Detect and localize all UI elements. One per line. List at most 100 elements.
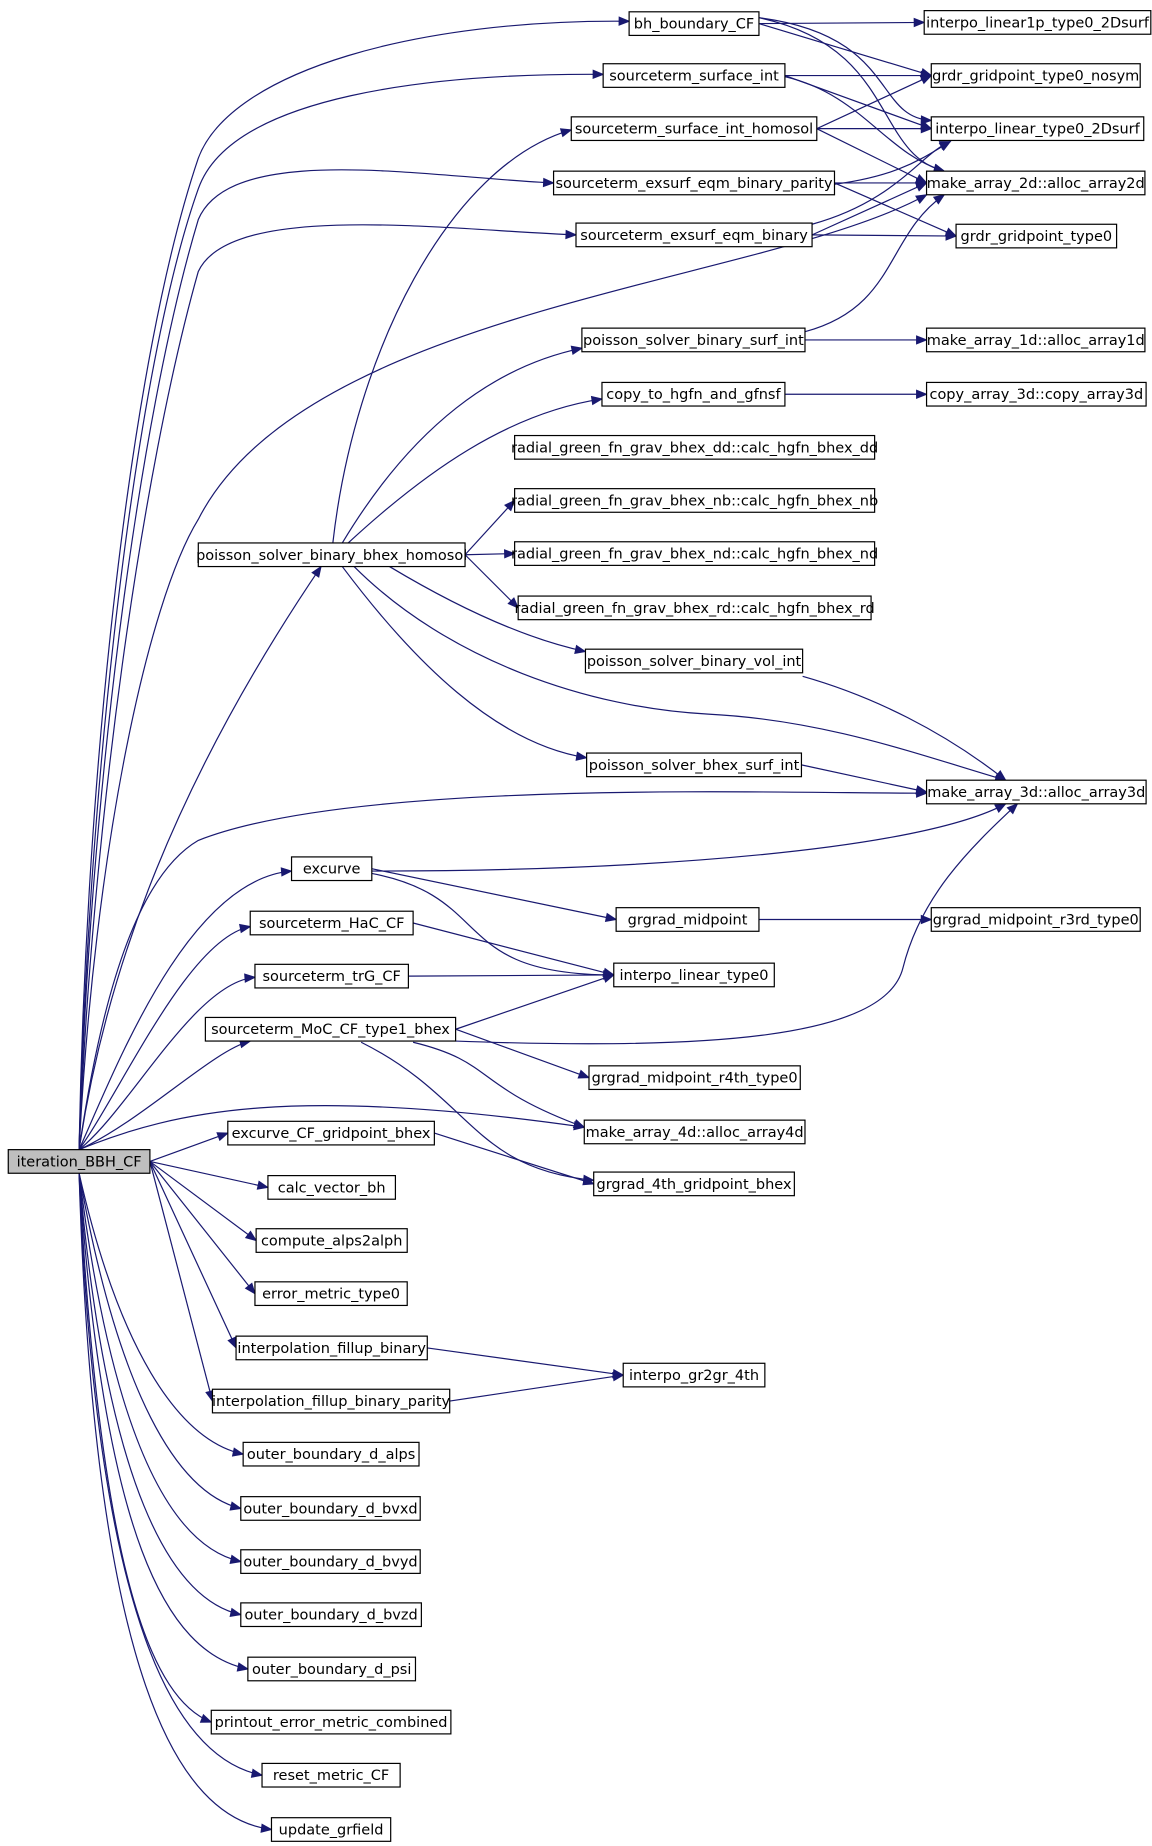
- node-box[interactable]: [925, 381, 1147, 407]
- node-box[interactable]: [197, 542, 466, 568]
- node-box[interactable]: [588, 1065, 801, 1091]
- node-box[interactable]: [290, 856, 373, 882]
- node-grgrad_midpoint_r3rd_type0[interactable]: grgrad_midpoint_r3rd_type0: [930, 907, 1141, 932]
- node-error_metric_type0[interactable]: error_metric_type0: [254, 1281, 408, 1307]
- node-compute_alps2alph[interactable]: compute_alps2alph: [255, 1228, 408, 1253]
- node-box[interactable]: [514, 541, 876, 566]
- node-sourceterm_MoC_CF_type1_bhex[interactable]: sourceterm_MoC_CF_type1_bhex: [204, 1016, 457, 1042]
- node-box[interactable]: [925, 327, 1146, 353]
- node-printout_error_metric_combined[interactable]: printout_error_metric_combined: [210, 1709, 452, 1735]
- node-box[interactable]: [267, 1175, 397, 1200]
- node-outer_boundary_d_bvyd[interactable]: outer_boundary_d_bvyd: [240, 1549, 421, 1574]
- node-box[interactable]: [925, 170, 1146, 196]
- node-make_array_4d[interactable]: make_array_4d::alloc_array4d: [583, 1119, 806, 1145]
- node-box[interactable]: [242, 1441, 420, 1467]
- node-interpo_linear_type0[interactable]: interpo_linear_type0: [613, 962, 775, 988]
- node-box[interactable]: [615, 907, 760, 932]
- node-box[interactable]: [255, 1228, 408, 1253]
- node-excurve_CF_gridpoint_bhex[interactable]: excurve_CF_gridpoint_bhex: [227, 1120, 435, 1146]
- node-bh_boundary_CF[interactable]: bh_boundary_CF: [628, 11, 760, 37]
- node-box[interactable]: [955, 223, 1118, 249]
- node-box[interactable]: [586, 752, 803, 778]
- node-copy_to_hgfn_and_gfnsf[interactable]: copy_to_hgfn_and_gfnsf: [601, 381, 786, 407]
- node-box[interactable]: [628, 11, 760, 37]
- node-box[interactable]: [240, 1496, 421, 1521]
- node-box[interactable]: [249, 910, 414, 936]
- node-box[interactable]: [552, 170, 836, 196]
- node-make_array_1d[interactable]: make_array_1d::alloc_array1d: [925, 327, 1146, 353]
- node-make_array_2d[interactable]: make_array_2d::alloc_array2d: [925, 170, 1146, 196]
- node-outer_boundary_d_bvxd[interactable]: outer_boundary_d_bvxd: [240, 1496, 421, 1521]
- node-box[interactable]: [584, 648, 804, 674]
- node-outer_boundary_d_alps[interactable]: outer_boundary_d_alps: [242, 1441, 420, 1467]
- node-box[interactable]: [923, 10, 1152, 35]
- node-poisson_solver_binary_surf_int[interactable]: poisson_solver_binary_surf_int: [581, 327, 806, 353]
- node-box[interactable]: [254, 963, 409, 989]
- edge-sourceterm_surface_int_homosol-to-interpo_linear_type0_2Dsurf-arrowhead: [920, 123, 933, 134]
- node-copy_array_3d[interactable]: copy_array_3d::copy_array3d: [925, 381, 1147, 407]
- node-box[interactable]: [613, 962, 775, 988]
- node-reset_metric_CF[interactable]: reset_metric_CF: [261, 1762, 401, 1788]
- node-box[interactable]: [570, 116, 818, 142]
- node-grdr_gridpoint_type0[interactable]: grdr_gridpoint_type0: [955, 223, 1118, 249]
- node-box[interactable]: [240, 1602, 422, 1628]
- node-excurve[interactable]: excurve: [290, 856, 373, 882]
- node-grdr_gridpoint_type0_nosym[interactable]: grdr_gridpoint_type0_nosym: [930, 63, 1141, 88]
- node-box[interactable]: [622, 1362, 766, 1388]
- node-sourceterm_surface_int[interactable]: sourceterm_surface_int: [602, 63, 786, 88]
- node-interpo_gr2gr_4th[interactable]: interpo_gr2gr_4th: [622, 1362, 766, 1388]
- node-box[interactable]: [602, 63, 786, 88]
- node-sourceterm_exsurf_eqm_binary_parity[interactable]: sourceterm_exsurf_eqm_binary_parity: [552, 170, 836, 196]
- node-interpo_linear1p_type0_2Dsurf[interactable]: interpo_linear1p_type0_2Dsurf: [923, 10, 1152, 35]
- node-box[interactable]: [593, 1171, 795, 1197]
- node-box[interactable]: [270, 1817, 392, 1842]
- node-interpo_linear_type0_2Dsurf[interactable]: interpo_linear_type0_2Dsurf: [930, 116, 1145, 142]
- node-box[interactable]: [261, 1762, 401, 1788]
- node-box[interactable]: [925, 779, 1147, 805]
- node-label: outer_boundary_d_bvyd: [243, 1555, 417, 1571]
- node-calc_vector_bh[interactable]: calc_vector_bh: [267, 1175, 397, 1200]
- node-box[interactable]: [235, 1335, 428, 1361]
- node-box[interactable]: [227, 1120, 435, 1146]
- node-radial_nd[interactable]: radial_green_fn_grav_bhex_nd::calc_hgfn_…: [511, 541, 878, 566]
- node-box[interactable]: [517, 595, 872, 621]
- node-sourceterm_HaC_CF[interactable]: sourceterm_HaC_CF: [249, 910, 414, 936]
- node-outer_boundary_d_bvzd[interactable]: outer_boundary_d_bvzd: [240, 1602, 422, 1628]
- node-update_grfield[interactable]: update_grfield: [270, 1817, 392, 1842]
- node-interpolation_fillup_binary_parity[interactable]: interpolation_fillup_binary_parity: [211, 1388, 451, 1414]
- node-box[interactable]: [514, 434, 876, 460]
- node-box[interactable]: [583, 1119, 806, 1145]
- node-box[interactable]: [240, 1549, 421, 1574]
- node-poisson_solver_bhex_surf_int[interactable]: poisson_solver_bhex_surf_int: [586, 752, 803, 778]
- node-radial_nb[interactable]: radial_green_fn_grav_bhex_nb::calc_hgfn_…: [511, 488, 878, 513]
- node-box[interactable]: [930, 907, 1141, 932]
- node-sourceterm_trG_CF[interactable]: sourceterm_trG_CF: [254, 963, 409, 989]
- node-box[interactable]: [601, 381, 786, 407]
- node-box[interactable]: [930, 116, 1145, 142]
- node-label: grgrad_midpoint: [628, 912, 748, 928]
- node-box[interactable]: [247, 1656, 417, 1682]
- edge-excurve-to-interpo_linear_type0-line: [371, 872, 614, 976]
- node-sourceterm_exsurf_eqm_binary[interactable]: sourceterm_exsurf_eqm_binary: [575, 222, 813, 248]
- node-radial_dd[interactable]: radial_green_fn_grav_bhex_dd::calc_hgfn_…: [511, 434, 878, 460]
- node-grgrad_midpoint_r4th_type0[interactable]: grgrad_midpoint_r4th_type0: [588, 1065, 801, 1091]
- node-box[interactable]: [575, 222, 813, 248]
- node-box[interactable]: [204, 1016, 457, 1042]
- node-box[interactable]: [930, 63, 1141, 88]
- node-outer_boundary_d_psi[interactable]: outer_boundary_d_psi: [247, 1656, 417, 1682]
- node-box[interactable]: [254, 1281, 408, 1307]
- node-grgrad_midpoint[interactable]: grgrad_midpoint: [615, 907, 760, 932]
- node-box[interactable]: [581, 327, 806, 353]
- node-radial_rd[interactable]: radial_green_fn_grav_bhex_rd::calc_hgfn_…: [515, 595, 875, 621]
- node-box[interactable]: [514, 488, 876, 513]
- node-poisson_solver_binary_vol_int[interactable]: poisson_solver_binary_vol_int: [584, 648, 804, 674]
- node-iteration_BBH_CF[interactable]: iteration_BBH_CF: [7, 1149, 151, 1174]
- node-box[interactable]: [210, 1709, 452, 1735]
- node-make_array_3d[interactable]: make_array_3d::alloc_array3d: [925, 779, 1147, 805]
- node-grgrad_4th_gridpoint_bhex[interactable]: grgrad_4th_gridpoint_bhex: [593, 1171, 795, 1197]
- node-interpolation_fillup_binary[interactable]: interpolation_fillup_binary: [235, 1335, 428, 1361]
- node-sourceterm_surface_int_homosol[interactable]: sourceterm_surface_int_homosol: [570, 116, 818, 142]
- node-box[interactable]: [211, 1388, 451, 1414]
- node-poisson_solver_binary_bhex_homosol[interactable]: poisson_solver_binary_bhex_homosol: [196, 542, 467, 568]
- node-box[interactable]: [7, 1149, 151, 1174]
